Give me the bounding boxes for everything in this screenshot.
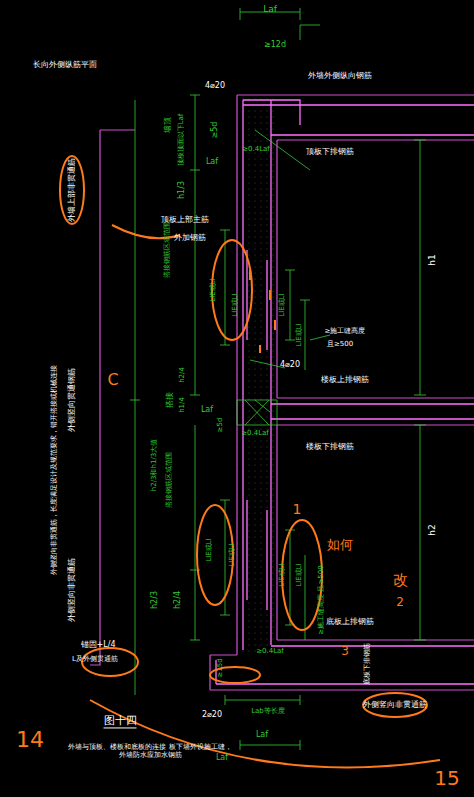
figure-title: 图十四 (104, 715, 137, 728)
rebar-label: 外加钢筋 (174, 234, 206, 243)
dimension-label: ≥0.4Laf (256, 648, 284, 656)
rebar-label: 外侧竖向非贯通筋 (363, 701, 427, 710)
handwritten-note: 1 (293, 502, 302, 517)
dimension-label: 顶板顶面以下Laf (178, 114, 186, 167)
dimension-label: h2/3和h1/3大值 (151, 439, 159, 491)
dimension-label: LlE或Ll (232, 293, 240, 316)
dimension-label: LlE或Ll (210, 278, 218, 301)
dimension-label: 墙顶 (164, 117, 173, 133)
handwritten-note: C (107, 371, 118, 389)
dimension-label: LlE或Ll (279, 563, 287, 586)
rebar-label: ≥施工缝高度 (325, 328, 366, 336)
dimension-label: ≥0.4Laf (242, 146, 270, 154)
rebar-label: 外墙上部非贯通筋 (68, 158, 77, 222)
rebar-label: h2 (428, 524, 438, 535)
dimension-label: ≥5d (217, 418, 225, 433)
dimension-label: LlE或Ll (229, 543, 237, 566)
dimension-label: ≥5d (211, 122, 220, 139)
rebar-label: 4⌀20 (205, 82, 225, 91)
rebar-label: L及外侧贯通筋 (72, 656, 118, 664)
rebar-label: h1 (428, 254, 438, 265)
dimension-label: ≥12d (264, 41, 286, 50)
dimension-label: h2/4 (174, 591, 183, 609)
handwritten-note: 14 (16, 728, 44, 752)
rebar-label: 4⌀20 (280, 361, 300, 370)
dimension-label: h2/3 (151, 591, 160, 609)
rebar-label: 锚固+L/4 (81, 641, 116, 650)
dimension-label: LlE或Ll (206, 538, 214, 561)
dimension-label: Laf (256, 731, 268, 740)
dimension-label: h2/4 (179, 367, 187, 383)
dimension-label: LlE或Ll (296, 323, 304, 346)
figure-caption: 外墙与顶板、楼板和底板的连接 板下墙外设施工缝，外墙防水应加水钢筋 (65, 744, 235, 759)
dimension-label: ≥施工缝高度 且≥500 (318, 565, 326, 634)
dimension-label: ≥15d (217, 658, 225, 677)
handwritten-note: 15 (434, 767, 459, 789)
rebar-label: 2⌀20 (202, 711, 222, 720)
rebar-label: 外侧竖向贯通钢筋 (68, 368, 77, 432)
rebar-label: 底板上排钢筋 (326, 618, 374, 627)
rebar-label: 底板下排钢筋 (364, 643, 372, 685)
dimension-label: Lab等长度 (251, 708, 285, 716)
rebar-label: 顶板下排钢筋 (306, 148, 354, 157)
dimension-label: h1/4 (179, 397, 187, 413)
dimension-label: 搭接 (166, 392, 175, 408)
dimension-label: h1/3 (178, 181, 187, 199)
dimension-label: Laf (216, 754, 228, 763)
handwritten-note: 改 (393, 572, 408, 589)
rebar-label: 且≥500 (327, 341, 353, 349)
handwritten-note: 2 (396, 596, 404, 609)
dimension-label: Laf (206, 158, 218, 167)
dimension-label: 搭接钢筋区域范围 (166, 452, 174, 508)
rebar-label: 外侧竖向非贯通筋 (68, 558, 77, 622)
dimension-label: LlE或Ll (279, 293, 287, 316)
rebar-label: 外墙外侧纵向钢筋 (308, 72, 372, 81)
dimension-label: 搭接钢筋区域范围 (164, 222, 172, 278)
dimension-label: LlE或Ll (296, 563, 304, 586)
dimension-label: ≥0.4Laf (241, 430, 269, 438)
handwritten-note: 如何 (327, 538, 353, 552)
rebar-label: 楼板下排钢筋 (306, 443, 354, 452)
rebar-label: 楼板上排钢筋 (321, 376, 369, 385)
handwritten-note: 3 (341, 645, 349, 658)
dimension-label: Laf (201, 406, 213, 415)
rebar-label: 长向外侧纵筋平面 (33, 61, 97, 70)
dimension-label: Laf (263, 5, 277, 15)
rebar-label: 外侧竖向非贯通筋，长度满足设计及规范要求，错开搭接或机械连接 (51, 365, 59, 575)
